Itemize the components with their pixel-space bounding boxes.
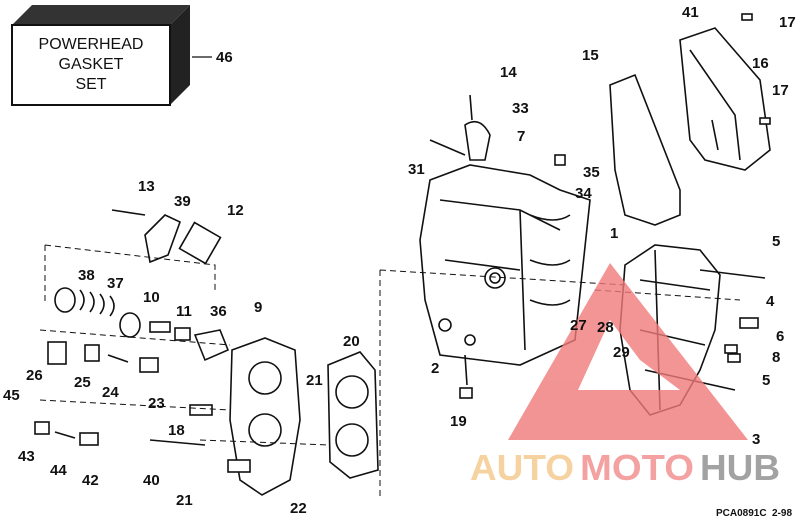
callout: 39: [174, 193, 191, 210]
callout: 5: [762, 372, 770, 389]
callout: 11: [176, 303, 192, 320]
callout: 10: [143, 289, 160, 306]
exhaust-cover: [679, 27, 771, 171]
callout: 21: [176, 492, 193, 509]
callout: 41: [682, 4, 699, 21]
callout: 3: [752, 431, 760, 448]
callout: 17: [772, 82, 789, 99]
callout: 1: [610, 225, 618, 242]
callout: 37: [107, 275, 124, 292]
callout: 28: [597, 319, 614, 336]
callout: 35: [583, 164, 600, 181]
callout: 43: [18, 448, 35, 465]
callout: 14: [500, 64, 517, 81]
callout: 26: [26, 367, 43, 384]
callout: 5: [772, 233, 780, 250]
drawing-code: PCA0891C: [716, 508, 767, 519]
hardware: [429, 13, 771, 399]
watermark-auto: AUTO: [470, 447, 574, 488]
callout: 13: [138, 178, 155, 195]
box-line-1: POWERHEAD: [39, 36, 144, 53]
callout: 12: [227, 202, 244, 219]
callout: 21: [306, 372, 323, 389]
box-line-3: SET: [75, 76, 106, 93]
callout: 8: [772, 349, 780, 366]
callout: 45: [3, 387, 20, 404]
callout: 17: [779, 14, 796, 31]
box-line-2: GASKET: [59, 56, 124, 73]
exhaust-gasket: [609, 73, 681, 226]
watermark-hub: HUB: [700, 447, 780, 488]
callout: 20: [343, 333, 360, 350]
alignment-lines: [39, 244, 741, 500]
head-gasket: [327, 351, 379, 479]
callout: 15: [582, 47, 599, 64]
callout: 36: [210, 303, 227, 320]
thermostat-parts: [34, 209, 230, 446]
watermark-moto: MOTO: [580, 447, 694, 488]
callout: 40: [143, 472, 160, 489]
watermark-triangle: [508, 263, 748, 440]
callout: 2: [431, 360, 439, 377]
callout: 6: [776, 328, 784, 345]
callout: 7: [517, 128, 525, 145]
gasket-set-box: POWERHEAD GASKET SET: [11, 5, 212, 106]
callouts: 46 41 17 14 15 16 17 33 7 31 35 34 13 39…: [3, 4, 796, 517]
callout: 25: [74, 374, 91, 391]
callout: 18: [168, 422, 185, 439]
cylinder-head: [227, 337, 301, 496]
callout: 29: [613, 344, 630, 361]
callout: 33: [512, 100, 529, 117]
callout: 16: [752, 55, 769, 72]
callout: 9: [254, 299, 262, 316]
callout: 31: [408, 161, 425, 178]
callout: 24: [102, 384, 119, 401]
callout-46: 46: [216, 49, 233, 66]
callout: 44: [50, 462, 67, 479]
callout: 23: [148, 395, 165, 412]
callout: 19: [450, 413, 467, 430]
callout: 42: [82, 472, 99, 489]
cylinder-block: [419, 164, 591, 366]
callout: 34: [575, 185, 592, 202]
callout: 22: [290, 500, 307, 517]
drawing-date: 2-98: [772, 508, 792, 519]
watermark: AUTO MOTO HUB: [470, 263, 780, 488]
callout: 4: [766, 293, 775, 310]
callout: 38: [78, 267, 95, 284]
callout: 27: [570, 317, 587, 334]
